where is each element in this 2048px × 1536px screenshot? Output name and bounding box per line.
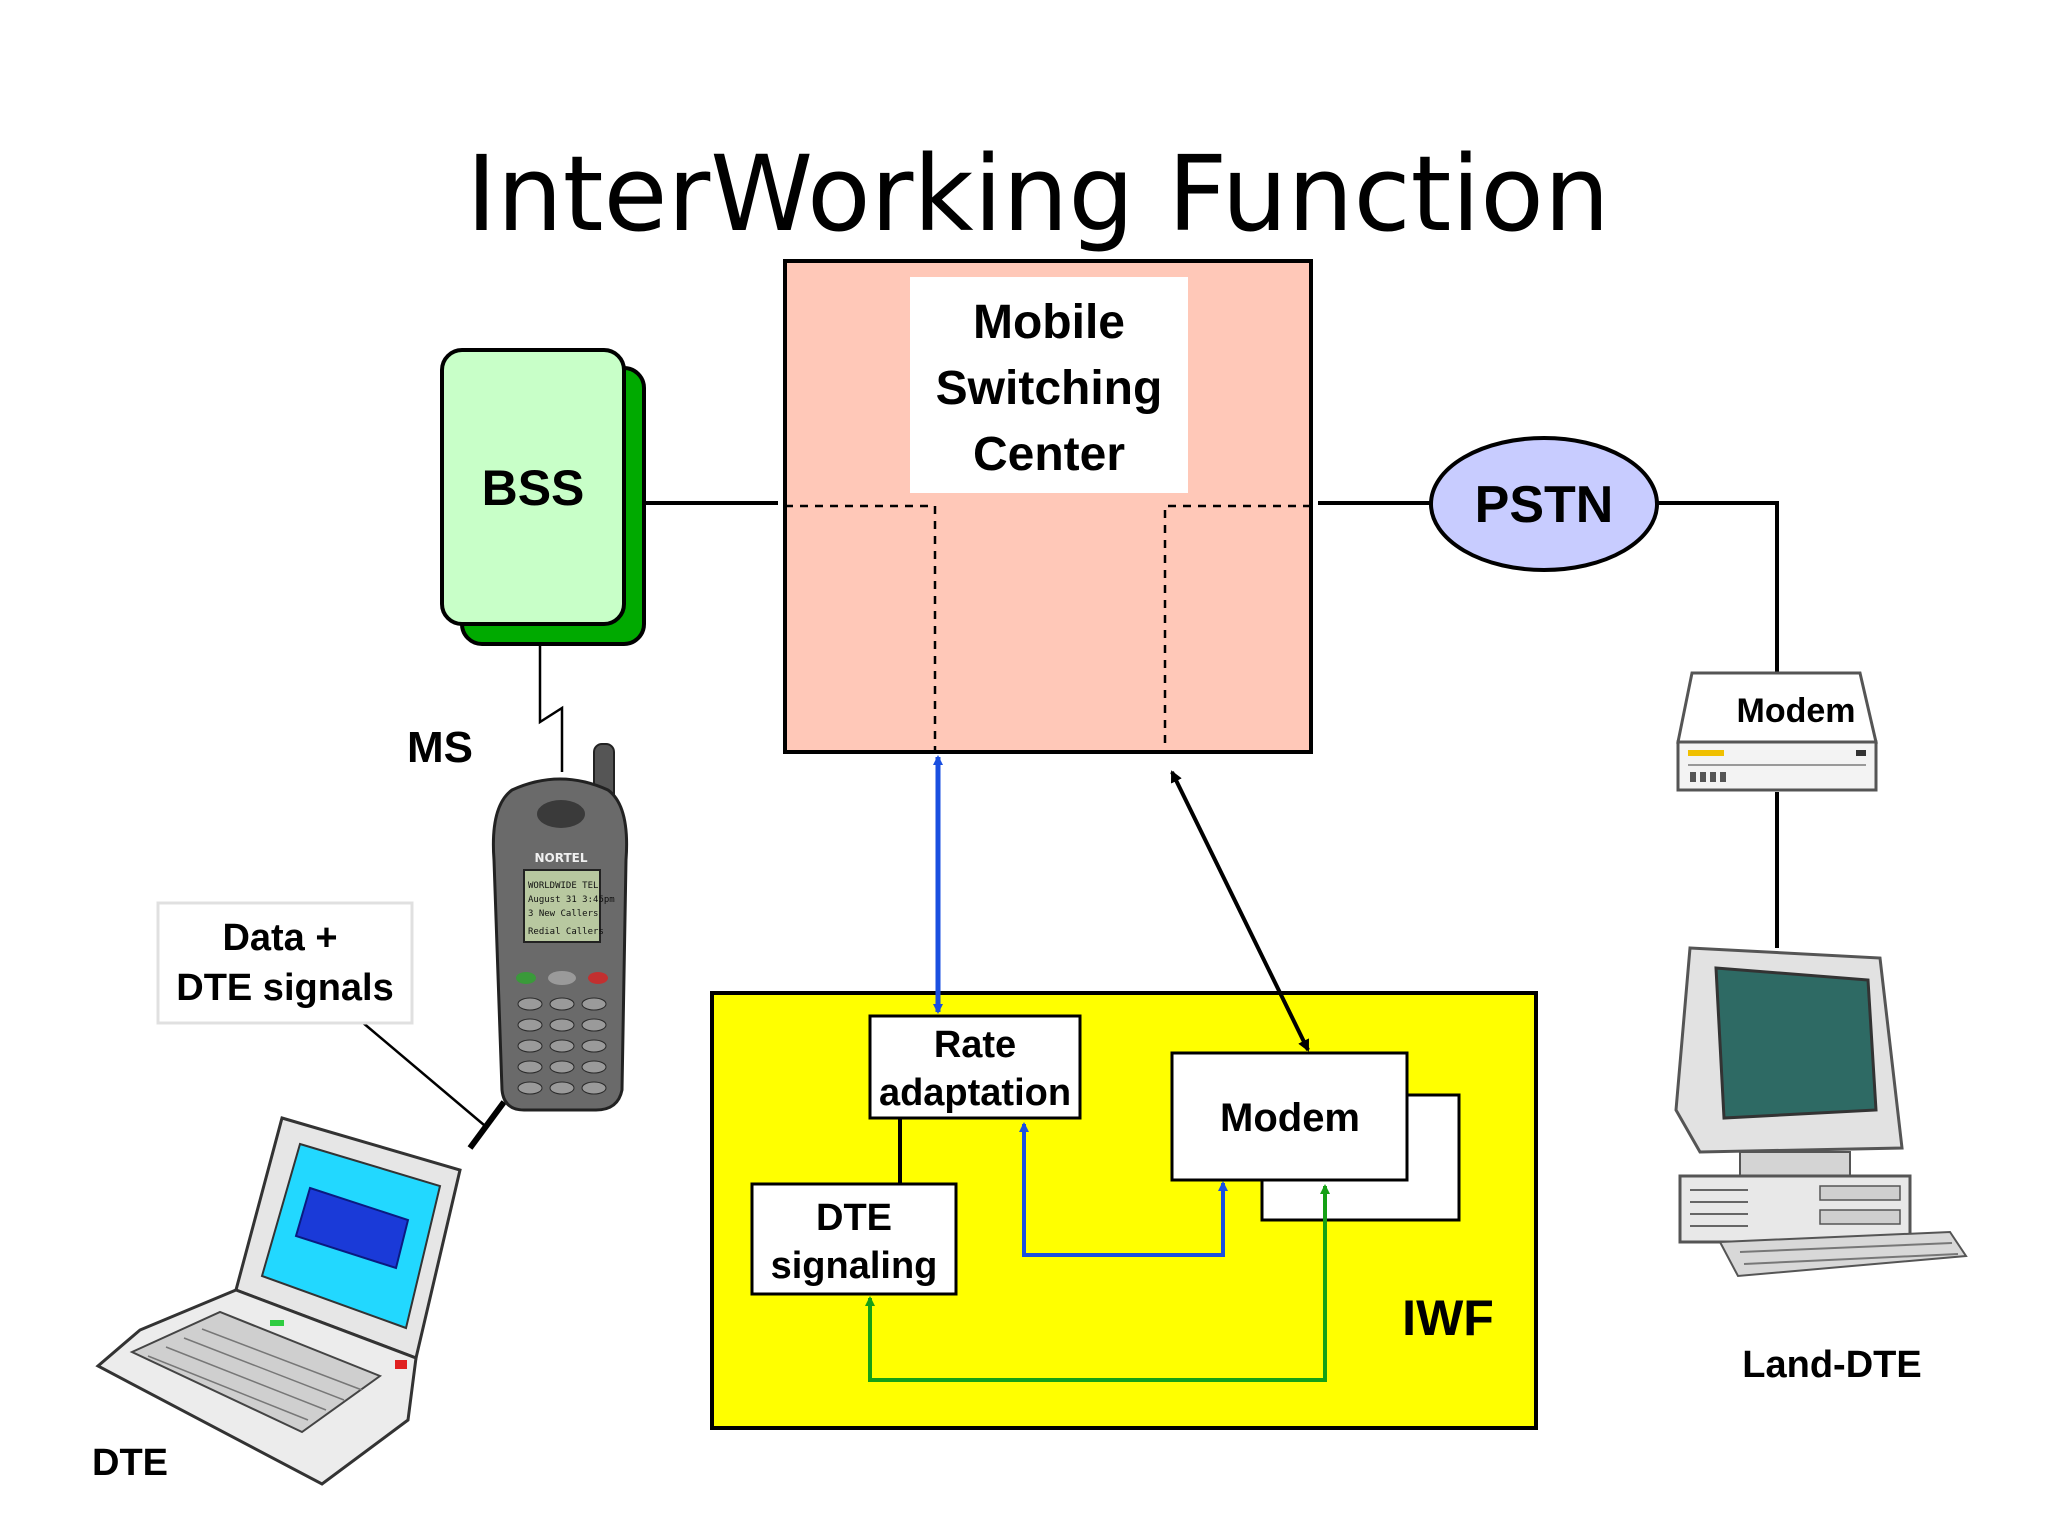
phone-screen-text: WORLDWIDE TEL August 31 3:45pm 3 New Cal… bbox=[528, 881, 615, 937]
phone-key bbox=[549, 1018, 575, 1032]
drive-bay-lower bbox=[1819, 1209, 1901, 1225]
bss-node: BSS bbox=[440, 348, 646, 646]
modem-status-led bbox=[1688, 750, 1724, 756]
bss-ms-radio-link bbox=[538, 640, 564, 772]
land-dte-label: Land-DTE bbox=[1742, 1344, 1921, 1386]
phone-key bbox=[581, 997, 607, 1011]
modem-power-led bbox=[1856, 750, 1866, 756]
pstn-ellipse bbox=[1429, 436, 1659, 572]
phone-key bbox=[581, 1039, 607, 1053]
connection-lines bbox=[361, 501, 1779, 1150]
dte-signaling-line2: signaling bbox=[771, 1245, 938, 1287]
phone-key bbox=[517, 1039, 543, 1053]
land-modem-icon: Modem bbox=[1676, 671, 1878, 792]
bss-label: BSS bbox=[482, 460, 585, 516]
monitor-screen bbox=[1714, 966, 1878, 1120]
modem-port bbox=[1690, 772, 1696, 782]
phone-key bbox=[581, 1060, 607, 1074]
msc-internal-path-left bbox=[785, 504, 937, 752]
phone-key bbox=[517, 997, 543, 1011]
modem-port bbox=[1710, 772, 1716, 782]
phone-key bbox=[581, 1081, 607, 1095]
dte-label: DTE bbox=[92, 1442, 168, 1484]
phone-body bbox=[491, 777, 629, 1112]
phone-screen-line2: August 31 3:45pm bbox=[528, 895, 615, 905]
keyboard-row bbox=[165, 1346, 327, 1411]
phone-screen bbox=[523, 869, 601, 943]
mobile-phone-icon: NORTEL WORLDWIDE TEL August 31 3:45pm 3 … bbox=[491, 743, 629, 1112]
computer-vents bbox=[1690, 1189, 1748, 1227]
laptop-keyboard-rows bbox=[147, 1328, 363, 1421]
data-dte-callout: Data + DTE signals bbox=[156, 901, 414, 1025]
laptop-screen-graphic bbox=[294, 1186, 410, 1270]
pstn-modem-line bbox=[1657, 501, 1779, 673]
iwf-node: IWF Rate adaptation DTE signaling Modem bbox=[710, 991, 1538, 1430]
phone-screen-line4: Redial Callers bbox=[528, 927, 604, 937]
msc-internal-path-right bbox=[1163, 504, 1311, 752]
rate-adaptation-line1: Rate bbox=[934, 1024, 1016, 1066]
msc-label-panel bbox=[910, 277, 1188, 493]
phone-laptop-cable bbox=[467, 1100, 507, 1150]
msc-modem-arrow bbox=[1170, 770, 1310, 1052]
pstn-node: PSTN bbox=[1429, 436, 1659, 572]
iwf-label: IWF bbox=[1402, 1290, 1494, 1346]
dte-signaling-line1: DTE bbox=[816, 1197, 892, 1239]
rate-adaptation-line2: adaptation bbox=[879, 1072, 1071, 1114]
phone-key bbox=[517, 1018, 543, 1032]
phone-key bbox=[517, 1060, 543, 1074]
ms-label: MS bbox=[407, 723, 473, 772]
phone-key bbox=[549, 1081, 575, 1095]
modem-port bbox=[1720, 772, 1726, 782]
phone-earpiece bbox=[537, 800, 585, 828]
phone-screen-line1: WORLDWIDE TEL bbox=[528, 881, 598, 891]
msc-label-line2: Switching bbox=[936, 362, 1163, 415]
callout-line2: DTE signals bbox=[176, 967, 394, 1009]
phone-brand: NORTEL bbox=[535, 851, 588, 865]
msc-node: Mobile Switching Center bbox=[783, 259, 1313, 754]
laptop-led bbox=[270, 1320, 284, 1326]
phone-screen-line3: 3 New Callers bbox=[528, 909, 598, 919]
desktop-keyboard-row bbox=[1743, 1253, 1959, 1265]
phone-key bbox=[549, 1039, 575, 1053]
monitor-stand bbox=[1739, 1151, 1851, 1177]
modem-ports bbox=[1690, 772, 1726, 782]
iwf-modem-label: Modem bbox=[1220, 1096, 1360, 1140]
desktop-keyboard bbox=[1718, 1230, 1968, 1278]
msc-label-line3: Center bbox=[973, 428, 1125, 481]
phone-call-key bbox=[516, 972, 536, 984]
keyboard-row bbox=[183, 1337, 345, 1401]
callout-line1: Data + bbox=[222, 917, 337, 959]
laptop-icon bbox=[95, 1116, 462, 1486]
phone-keypad bbox=[516, 971, 608, 1095]
desktop-computer-icon bbox=[1674, 946, 1968, 1278]
phone-nav-key bbox=[548, 971, 576, 985]
phone-key bbox=[549, 1060, 575, 1074]
bss-box bbox=[440, 348, 626, 626]
keyboard-row bbox=[201, 1328, 363, 1391]
callout-pointer bbox=[361, 1021, 485, 1126]
phone-key bbox=[581, 1018, 607, 1032]
laptop-power-button bbox=[395, 1360, 407, 1369]
desktop-keyboard-row bbox=[1739, 1242, 1953, 1253]
drive-bay-upper bbox=[1819, 1185, 1901, 1201]
pstn-label: PSTN bbox=[1475, 476, 1614, 534]
phone-key bbox=[517, 1081, 543, 1095]
phone-key bbox=[549, 997, 575, 1011]
rate-adaptation-box bbox=[868, 1014, 1082, 1120]
phone-end-key bbox=[588, 972, 608, 984]
callout-box bbox=[156, 901, 414, 1025]
land-modem-label: Modem bbox=[1737, 692, 1856, 730]
page-title: InterWorking Function bbox=[466, 133, 1610, 255]
keyboard-row bbox=[147, 1355, 309, 1421]
green-dte-modem-path bbox=[865, 1184, 1330, 1382]
msc-label-line1: Mobile bbox=[973, 296, 1125, 349]
modem-port bbox=[1700, 772, 1706, 782]
